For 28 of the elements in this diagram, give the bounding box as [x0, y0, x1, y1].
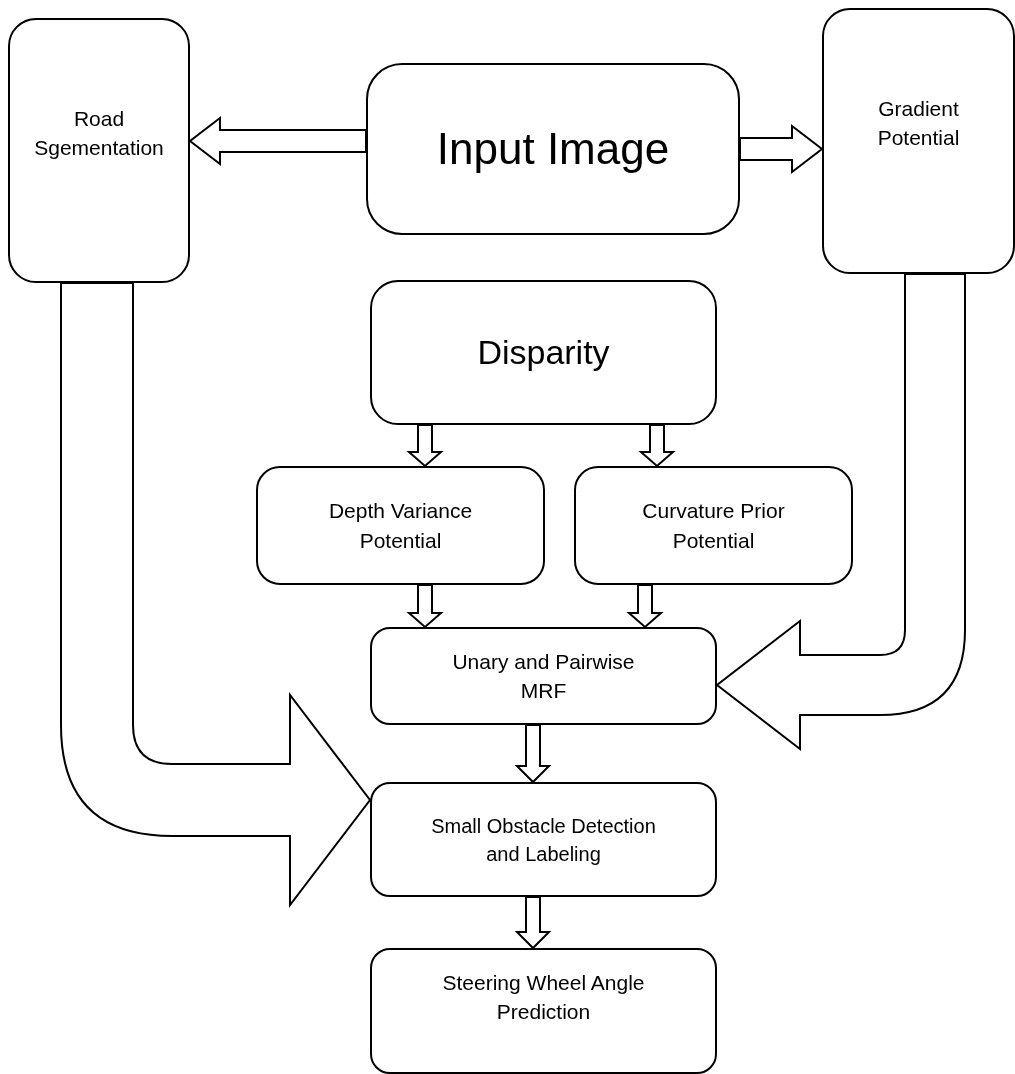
process-box	[8, 18, 190, 283]
process-box	[822, 8, 1015, 274]
hollow-arrow	[739, 123, 824, 175]
box-label: Unary and Pairwise MRF	[451, 648, 636, 704]
hollow-arrow	[406, 584, 444, 629]
process-box	[370, 627, 717, 725]
hollow-arrow	[188, 115, 367, 167]
hollow-arrow	[626, 584, 664, 629]
process-box	[370, 948, 717, 1074]
box-label: Depth Variance Potential	[327, 498, 474, 554]
process-box	[574, 466, 853, 585]
box-label: Curvature Prior Potential	[641, 498, 786, 554]
hollow-arrow	[406, 424, 444, 468]
hollow-arrow	[514, 724, 552, 784]
process-box	[256, 466, 545, 585]
hollow-arrow	[514, 896, 552, 950]
process-box	[366, 63, 740, 235]
hollow-arrow	[716, 273, 966, 750]
hollow-arrow	[638, 424, 676, 468]
hollow-arrow	[60, 282, 371, 906]
box-label: Input Image	[436, 123, 670, 176]
box-label: Gradient Potential	[876, 96, 961, 152]
box-label: Steering Wheel Angle Prediction	[441, 970, 646, 1026]
box-label: Road Sgementation	[33, 106, 165, 162]
process-box	[370, 280, 717, 425]
box-label: Disparity	[477, 331, 610, 373]
box-label: Small Obstacle Detection and Labeling	[430, 813, 657, 867]
process-box	[370, 782, 717, 897]
